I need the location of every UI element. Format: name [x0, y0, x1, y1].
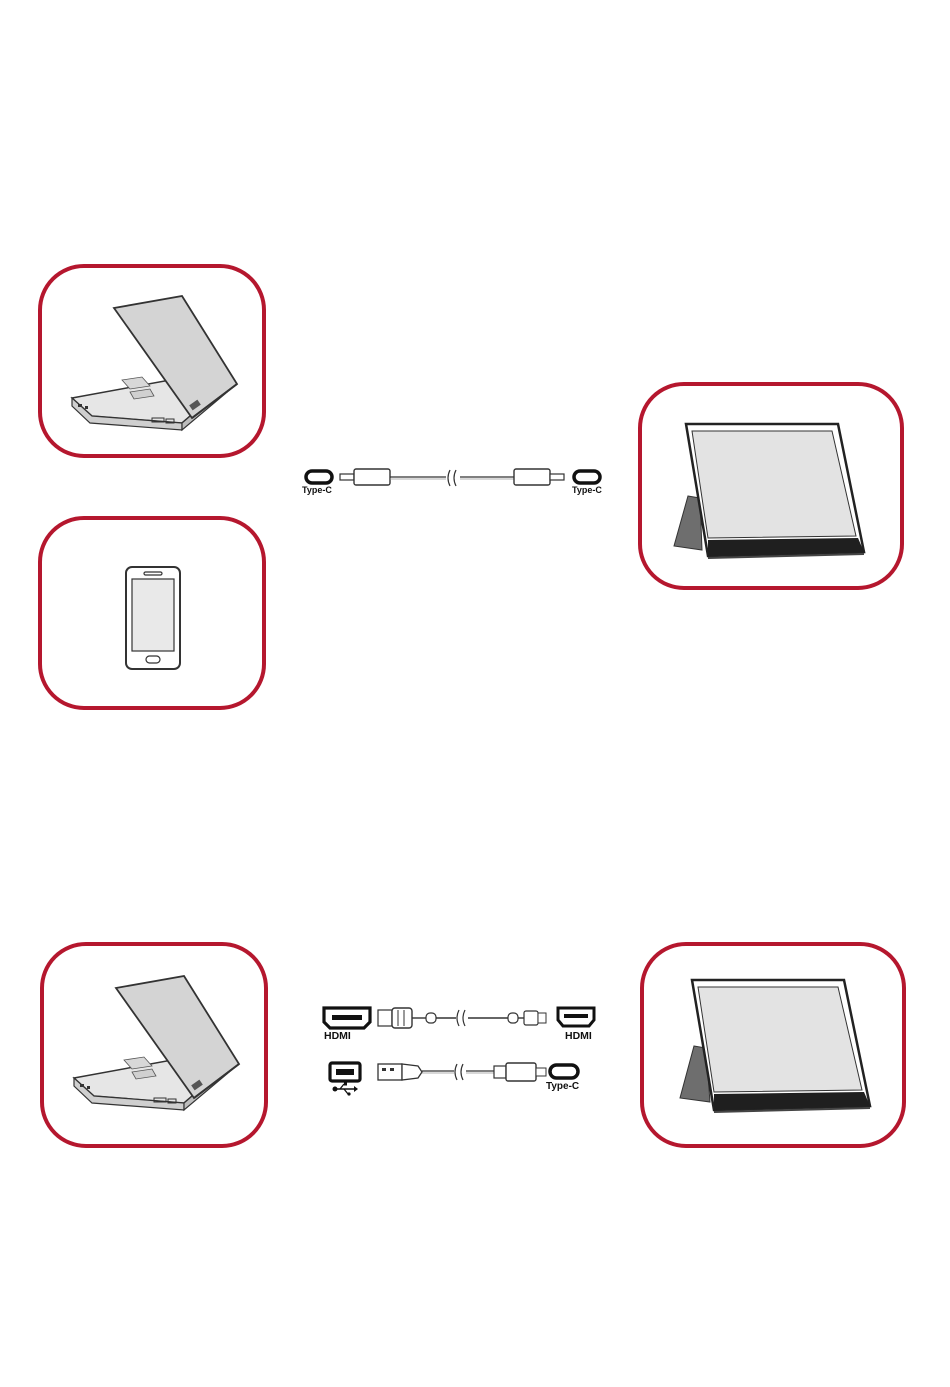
laptop-icon	[44, 946, 268, 1148]
typec-right-label: Type-C	[572, 485, 602, 495]
portable-monitor-icon	[644, 946, 906, 1148]
hdmi-cable	[318, 1002, 598, 1036]
typec-cable	[300, 462, 610, 502]
usb-icon	[332, 1082, 358, 1096]
monitor-bottom-frame	[640, 942, 906, 1148]
hdmi-left-label: HDMI	[324, 1030, 351, 1042]
typec-left-label: Type-C	[302, 485, 332, 495]
hdmi-right-label: HDMI	[565, 1030, 592, 1042]
monitor-top-frame	[638, 382, 904, 590]
portable-monitor-icon	[642, 386, 904, 590]
phone-frame	[38, 516, 266, 710]
laptop-bottom-frame	[40, 942, 268, 1148]
laptop-top-frame	[38, 264, 266, 458]
usb-typec-right-label: Type-C	[546, 1081, 579, 1092]
smartphone-icon	[42, 520, 266, 710]
laptop-icon	[42, 268, 266, 458]
